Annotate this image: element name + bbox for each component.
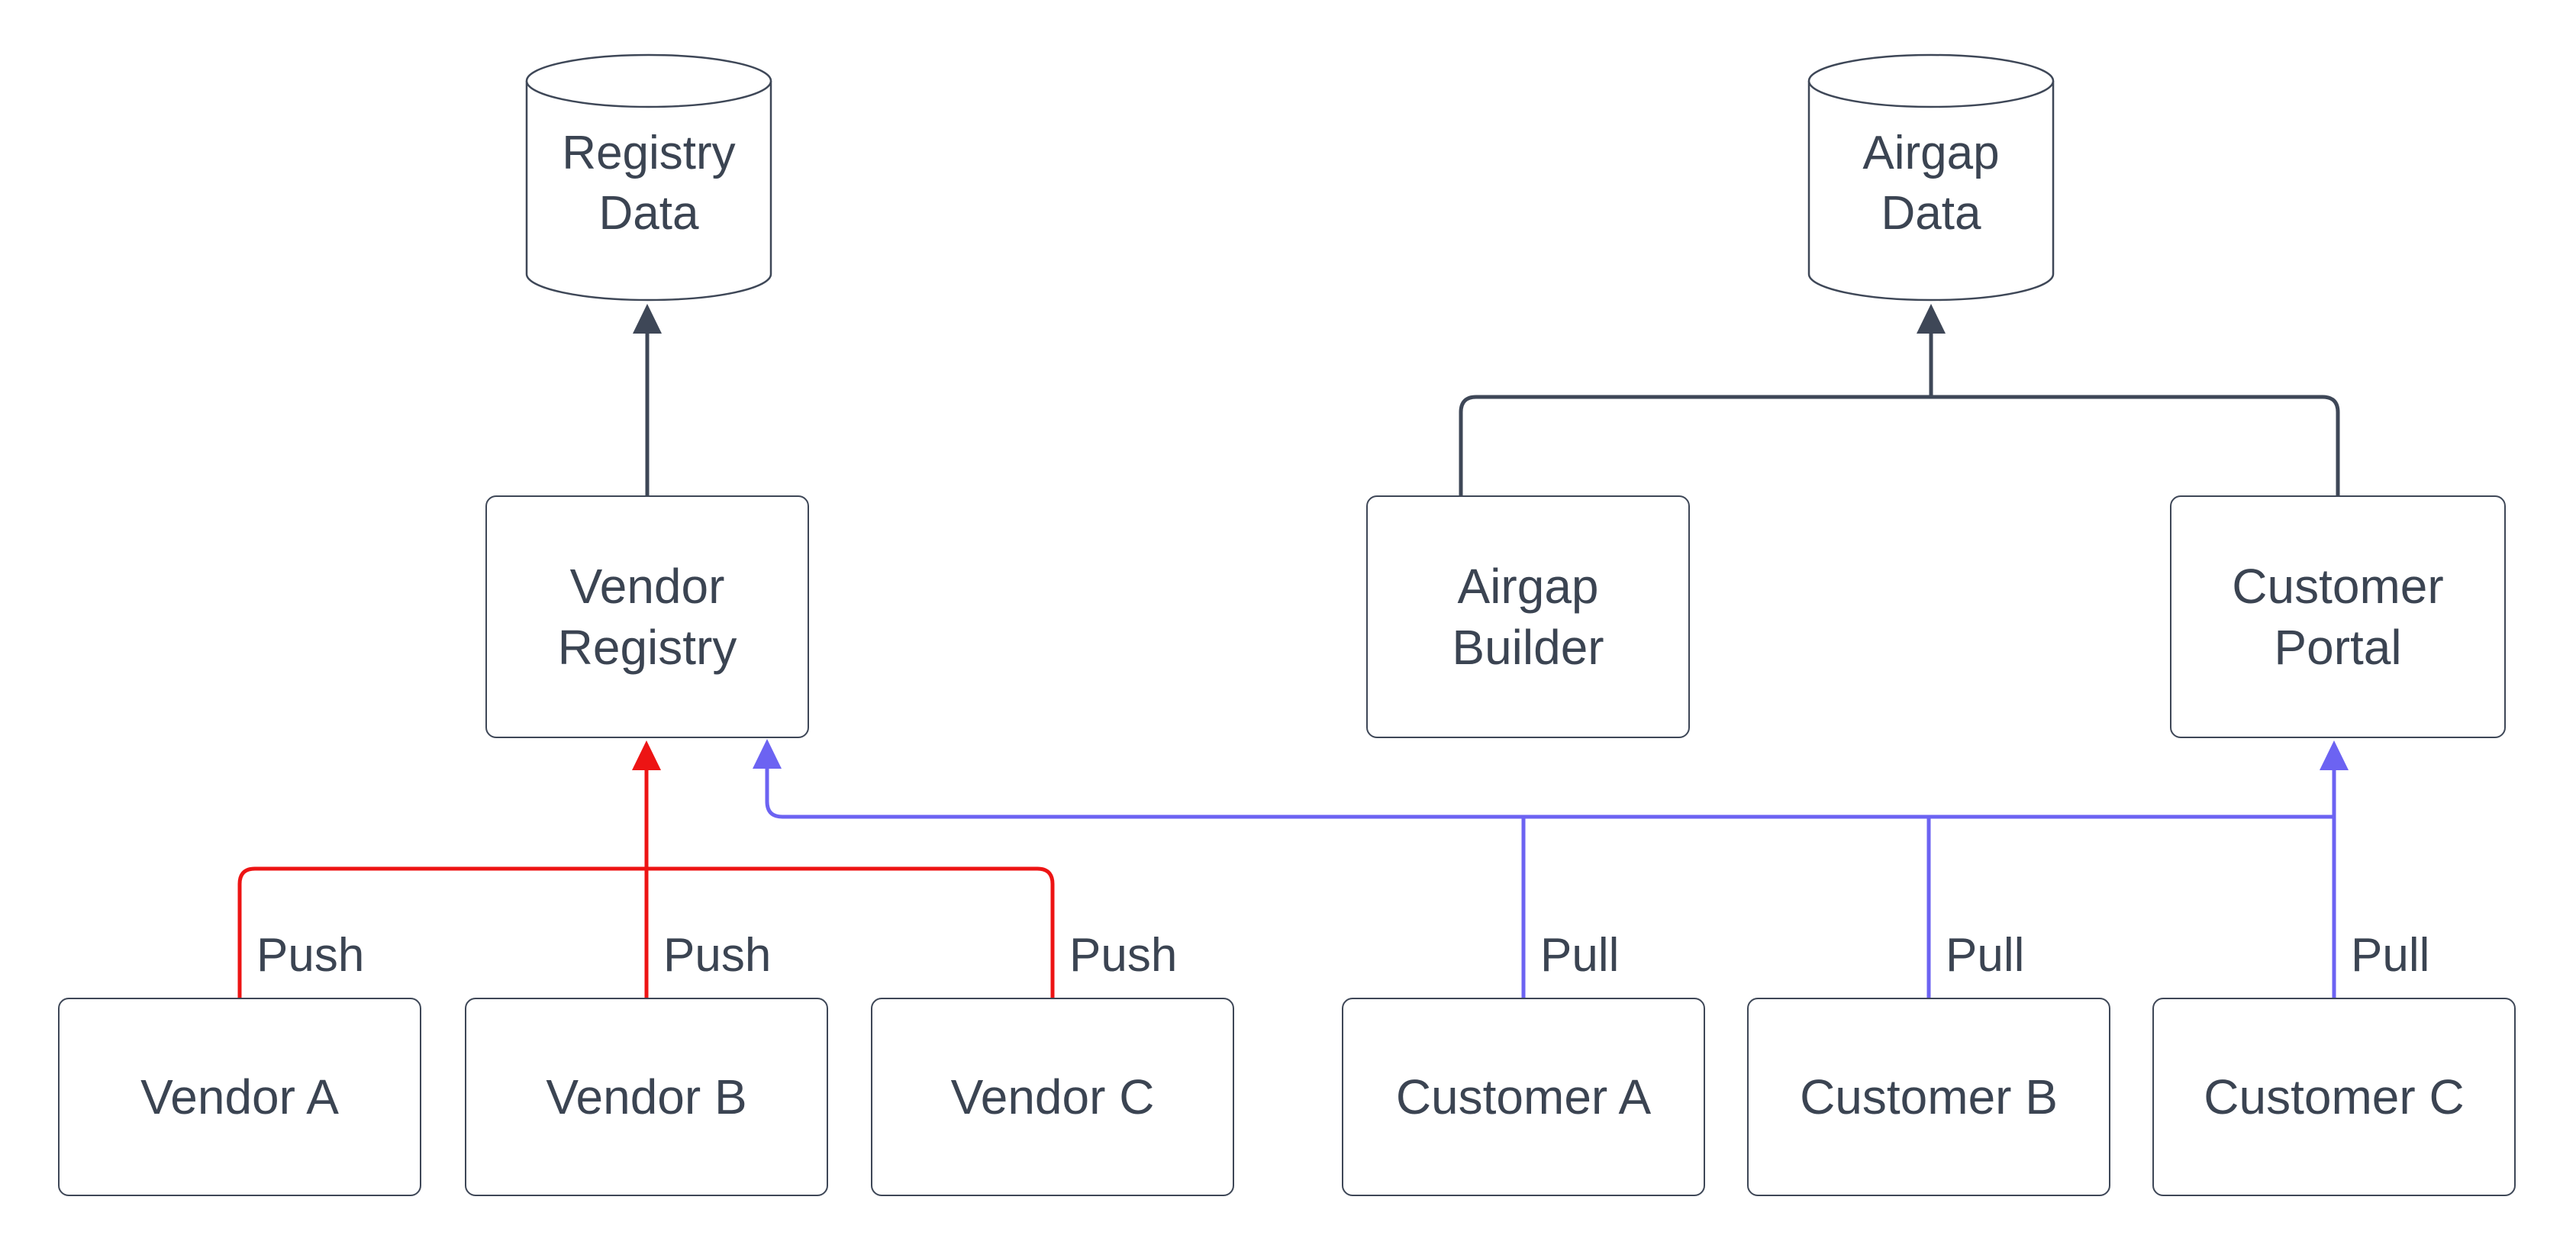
arrowhead-vendor-registry-pull <box>753 739 782 769</box>
node-customer-c[interactable]: Customer C <box>2152 998 2516 1196</box>
edge-label-push-vendor-a: Push <box>256 929 365 982</box>
cylinder-airgap-data[interactable] <box>1807 53 2055 302</box>
node-vendor-b[interactable]: Vendor B <box>465 998 828 1196</box>
arrowhead-airgap-data <box>1917 304 1946 334</box>
edge-pull-bus[interactable] <box>765 768 2334 819</box>
cylinder-airgap-data-body <box>1807 81 2055 302</box>
node-airgap-data: Airgap Data <box>1809 107 2053 260</box>
node-label: Customer B <box>1800 1069 2058 1124</box>
node-vendor-c[interactable]: Vendor C <box>871 998 1234 1196</box>
node-label: Vendor Registry <box>557 559 737 675</box>
cylinder-registry-data[interactable] <box>525 53 772 302</box>
node-airgap-builder[interactable]: Airgap Builder <box>1366 495 1690 738</box>
node-customer-a[interactable]: Customer A <box>1342 998 1705 1196</box>
edge-label-push-vendor-c: Push <box>1069 929 1178 982</box>
edge-label-pull-customer-c: Pull <box>2351 929 2430 982</box>
node-label: Airgap Builder <box>1452 559 1604 675</box>
edge-builder-portal-bus[interactable] <box>1459 395 2340 495</box>
edge-label-pull-customer-b: Pull <box>1946 929 2025 982</box>
edge-label-pull-customer-a: Pull <box>1540 929 1620 982</box>
node-registry-data: Registry Data <box>527 107 771 260</box>
node-label: Vendor C <box>950 1069 1155 1124</box>
node-label: Vendor A <box>140 1069 339 1124</box>
arrowhead-registry-data <box>633 304 662 334</box>
node-customer-portal[interactable]: Customer Portal <box>2170 495 2506 738</box>
node-label: Airgap Data <box>1862 126 2000 240</box>
node-label: Registry Data <box>562 126 736 240</box>
node-customer-b[interactable]: Customer B <box>1747 998 2110 1196</box>
edge-label-push-vendor-b: Push <box>663 929 772 982</box>
node-vendor-registry[interactable]: Vendor Registry <box>485 495 809 738</box>
cylinder-airgap-data-top <box>1807 53 2055 108</box>
node-label: Customer C <box>2204 1069 2465 1124</box>
arrowhead-vendor-registry-push <box>632 740 661 770</box>
node-vendor-a[interactable]: Vendor A <box>58 998 421 1196</box>
cylinder-registry-data-top <box>525 53 772 108</box>
node-label: Customer A <box>1395 1069 1652 1124</box>
node-label: Vendor B <box>546 1069 747 1124</box>
node-label: Customer Portal <box>2232 559 2444 675</box>
cylinder-registry-data-body <box>525 81 772 302</box>
arrowhead-customer-portal-pull <box>2320 740 2349 770</box>
